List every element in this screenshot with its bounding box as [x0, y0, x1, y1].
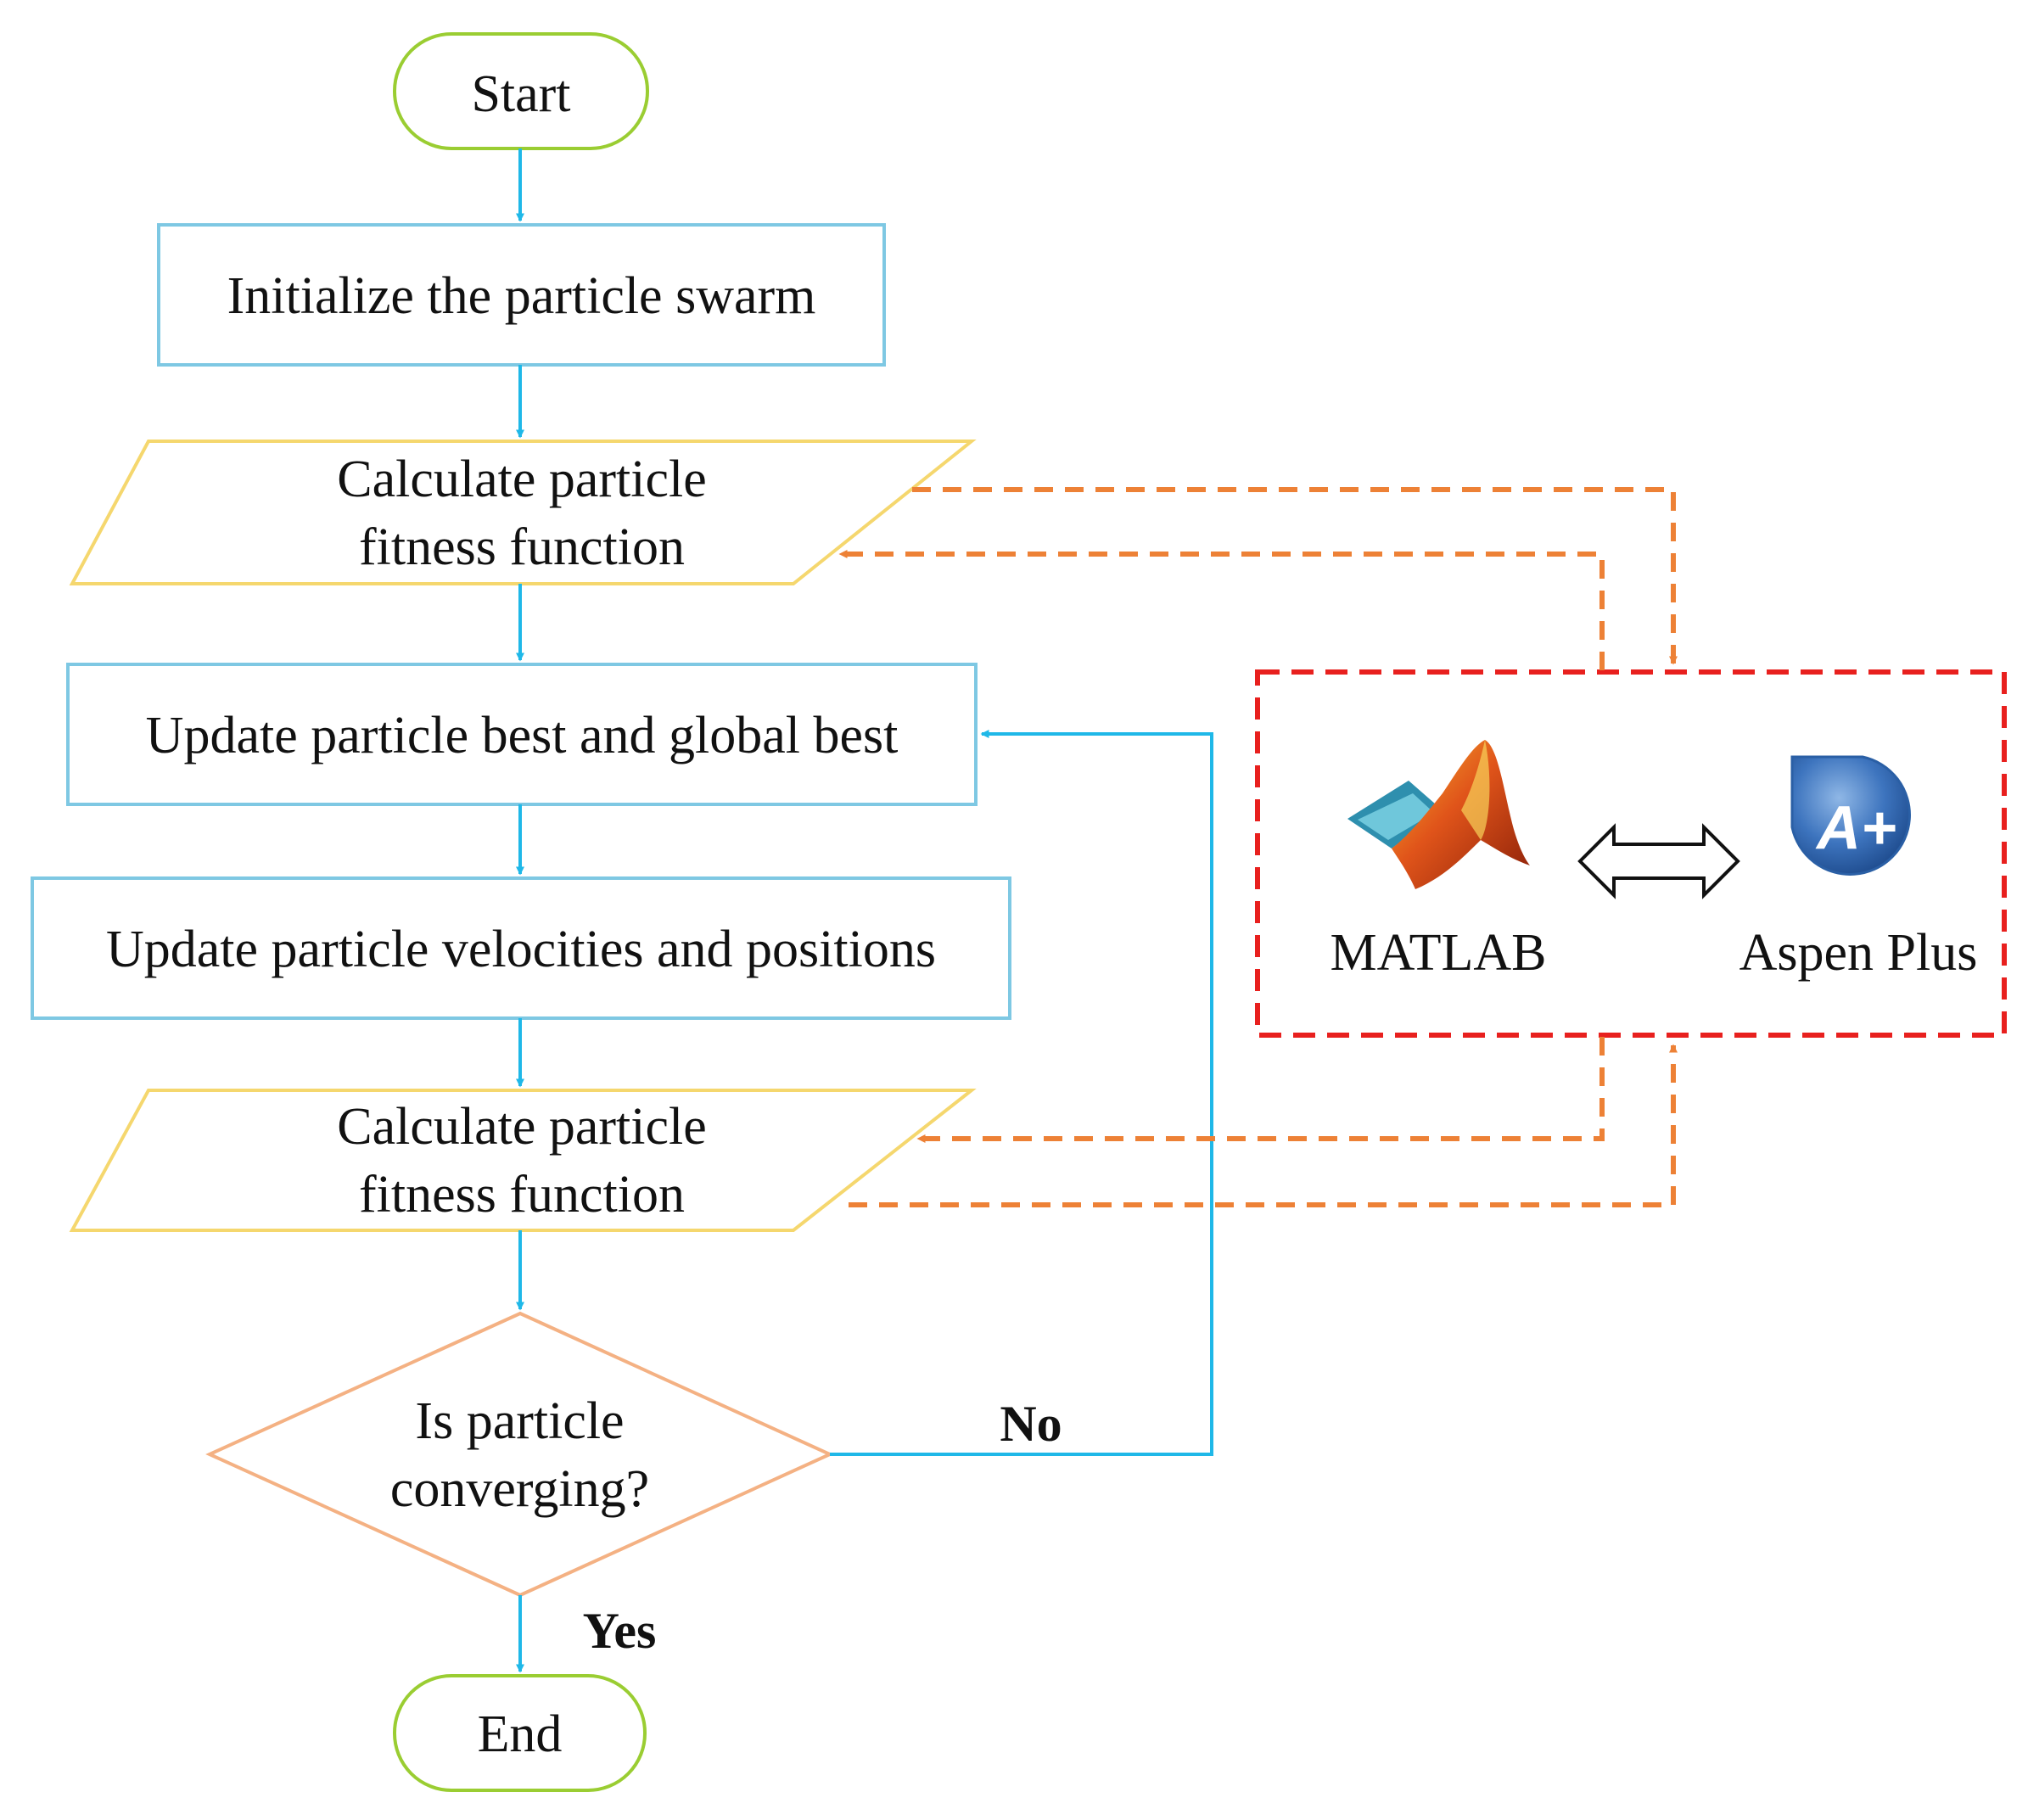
aspen-plus-logo-icon: A+ — [1790, 755, 1911, 876]
init-swarm-label: Initialize the particle swarm — [227, 267, 816, 325]
fitness1-line2: fitness function — [359, 518, 685, 576]
fitness-parallelogram-2 — [69, 1089, 977, 1232]
update-best-label: Update particle best and global best — [145, 707, 899, 764]
exchange-tools-to-fitness2 — [916, 1037, 1605, 1143]
fitness2-line1: Calculate particle — [337, 1098, 707, 1156]
yes-edge-label: Yes — [582, 1603, 657, 1659]
end-label: End — [477, 1705, 563, 1763]
exchange-fitness2-to-tools — [849, 1044, 1678, 1207]
update-velocity-label: Update particle velocities and positions — [106, 921, 936, 978]
exchange-fitness1-to-tools — [912, 487, 1678, 665]
decision-line1: Is particle — [415, 1392, 625, 1450]
fitness2-label: Calculate particle fitness function — [195, 1093, 849, 1229]
arrow-no-loop-back — [830, 730, 1213, 1456]
update-best-box — [66, 663, 978, 806]
end-terminal — [393, 1674, 647, 1792]
fitness1-label: Calculate particle fitness function — [195, 445, 849, 581]
decision-label: Is particle converging? — [280, 1387, 759, 1523]
aspen-plus-label: Aspen Plus — [1739, 924, 1978, 982]
exchange-tools-to-fitness1 — [838, 550, 1605, 670]
fitness-parallelogram-1 — [69, 440, 977, 585]
no-edge-label: No — [1000, 1396, 1062, 1452]
decision-line2: converging? — [389, 1460, 650, 1518]
aspen-logo-text: A+ — [1815, 794, 1896, 862]
matlab-logo-icon — [1347, 740, 1530, 889]
start-label: Start — [471, 65, 571, 123]
bidirectional-arrow-icon — [1577, 823, 1740, 899]
init-swarm-box — [157, 223, 886, 367]
fitness2-line2: fitness function — [359, 1166, 685, 1224]
tools-dashed-box — [1255, 669, 2007, 1038]
matlab-label: MATLAB — [1330, 924, 1547, 982]
fitness1-line1: Calculate particle — [337, 451, 707, 508]
update-velocity-box — [31, 876, 1011, 1020]
